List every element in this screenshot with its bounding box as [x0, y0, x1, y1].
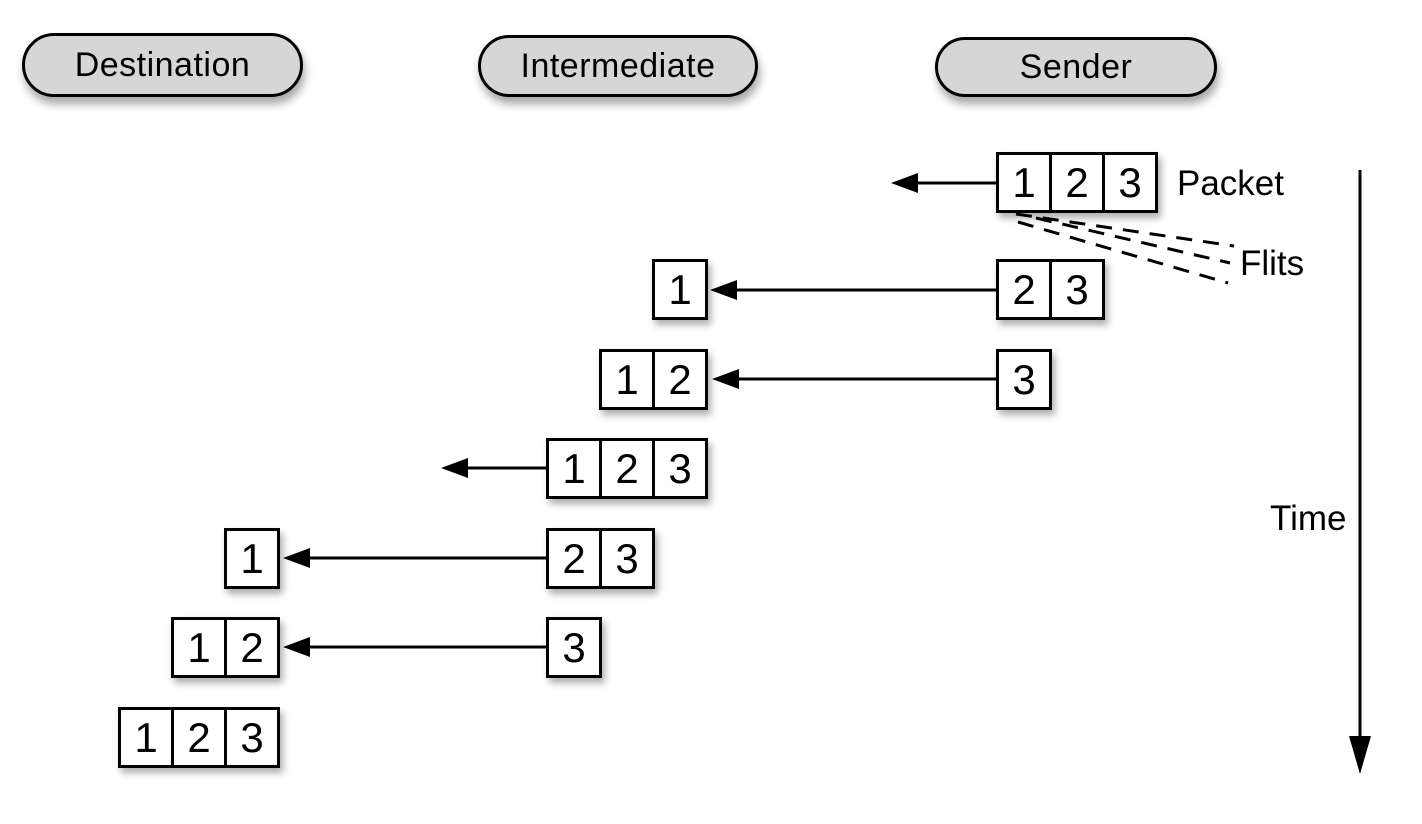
flits-label: Flits [1240, 244, 1305, 283]
flit-group-row6-destination: 1 2 [171, 617, 280, 678]
flit-box: 2 [652, 349, 708, 410]
flit-box: 2 [1049, 152, 1105, 213]
packet-label: Packet [1177, 164, 1284, 203]
flit-box: 2 [996, 259, 1052, 320]
flit-box: 1 [171, 617, 227, 678]
flit-box: 3 [1102, 152, 1158, 213]
flit-box: 1 [118, 707, 174, 768]
flit-box: 2 [599, 438, 655, 499]
flit-box: 2 [546, 528, 602, 589]
flit-box: 2 [224, 617, 280, 678]
flit-box: 1 [599, 349, 655, 410]
flit-group-row6-intermediate: 3 [546, 617, 602, 678]
flit-group-row4-intermediate: 1 2 3 [546, 438, 708, 499]
transfer-arrow-row6 [283, 637, 546, 657]
transfer-arrow-row3 [712, 369, 996, 389]
flit-group-row2-sender: 2 3 [996, 259, 1105, 320]
flit-box: 1 [996, 152, 1052, 213]
flit-box: 3 [224, 707, 280, 768]
node-pill-destination: Destination [22, 33, 303, 97]
transfer-arrow-row5 [283, 548, 546, 568]
node-pill-sender: Sender [935, 37, 1217, 97]
transfer-arrow-row4 [441, 458, 546, 478]
flit-box: 3 [652, 438, 708, 499]
flit-box: 2 [171, 707, 227, 768]
flit-box: 3 [1049, 259, 1105, 320]
flit-box: 3 [599, 528, 655, 589]
flit-group-row3-sender: 3 [996, 349, 1052, 410]
node-label-sender: Sender [1019, 47, 1133, 86]
flit-group-row1-sender: 1 2 3 [996, 152, 1158, 213]
flit-box: 1 [652, 259, 708, 320]
flit-box: 1 [224, 528, 280, 589]
transfer-arrow-row2 [710, 280, 996, 300]
flit-box: 1 [546, 438, 602, 499]
node-label-destination: Destination [74, 45, 251, 84]
flit-group-row2-intermediate: 1 [652, 259, 708, 320]
node-label-intermediate: Intermediate [520, 46, 716, 85]
time-label: Time [1270, 499, 1347, 538]
transfer-arrow-row1 [891, 173, 996, 193]
flit-box: 3 [996, 349, 1052, 410]
flit-group-row5-destination: 1 [224, 528, 280, 589]
flit-group-row7-destination: 1 2 3 [118, 707, 280, 768]
time-axis-arrow [1349, 170, 1371, 774]
flit-group-row5-intermediate: 2 3 [546, 528, 655, 589]
node-pill-intermediate: Intermediate [478, 35, 758, 97]
flit-group-row3-intermediate: 1 2 [599, 349, 708, 410]
flit-box: 3 [546, 617, 602, 678]
